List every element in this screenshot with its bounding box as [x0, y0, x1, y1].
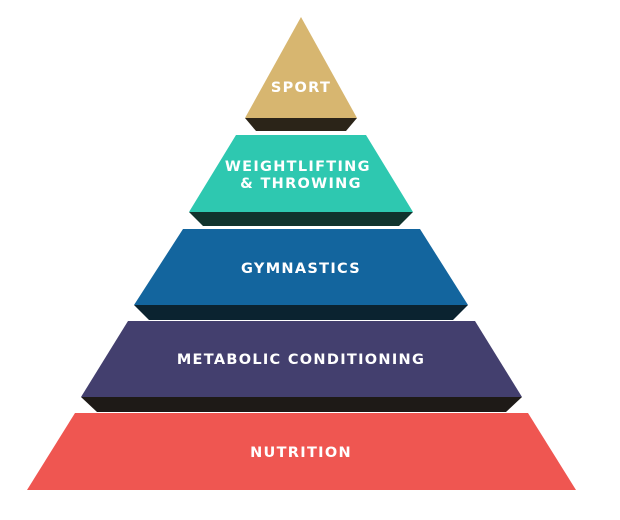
- tier-weightlifting-throwing-face: [189, 135, 413, 212]
- tier-sport-label-line-1: SPORT: [271, 80, 331, 96]
- tier-nutrition: NUTRITION: [27, 413, 576, 490]
- tier-gymnastics-shade: [134, 305, 468, 320]
- tier-metabolic-conditioning-label: METABOLIC CONDITIONING: [177, 352, 425, 368]
- tier-metabolic-conditioning: METABOLIC CONDITIONING: [81, 321, 522, 412]
- tier-gymnastics-face: [134, 229, 468, 305]
- tier-gymnastics: GYMNASTICS: [134, 229, 468, 320]
- tier-gymnastics-label-line-1: GYMNASTICS: [241, 261, 361, 277]
- tier-gymnastics-label: GYMNASTICS: [241, 261, 361, 277]
- tier-weightlifting-throwing-label: WEIGHTLIFTING & THROWING: [225, 159, 377, 192]
- tier-weightlifting-throwing-label-line-2: & THROWING: [240, 176, 362, 192]
- tier-metabolic-conditioning-face: [81, 321, 522, 397]
- tier-nutrition-label: NUTRITION: [250, 445, 352, 461]
- tier-sport: SPORT: [245, 17, 357, 131]
- tier-sport-face: [245, 17, 357, 118]
- tier-metabolic-conditioning-label-line-1: METABOLIC CONDITIONING: [177, 352, 425, 368]
- tier-nutrition-label-line-1: NUTRITION: [250, 445, 352, 461]
- tier-metabolic-conditioning-shade: [81, 397, 522, 412]
- tier-sport-shade: [245, 118, 357, 131]
- tier-sport-label: SPORT: [271, 80, 331, 96]
- tier-nutrition-face: [27, 413, 576, 490]
- tier-weightlifting-throwing-label-line-1: WEIGHTLIFTING: [225, 159, 371, 175]
- tier-weightlifting-throwing: WEIGHTLIFTING & THROWING: [189, 135, 413, 226]
- tier-weightlifting-throwing-shade: [189, 212, 413, 226]
